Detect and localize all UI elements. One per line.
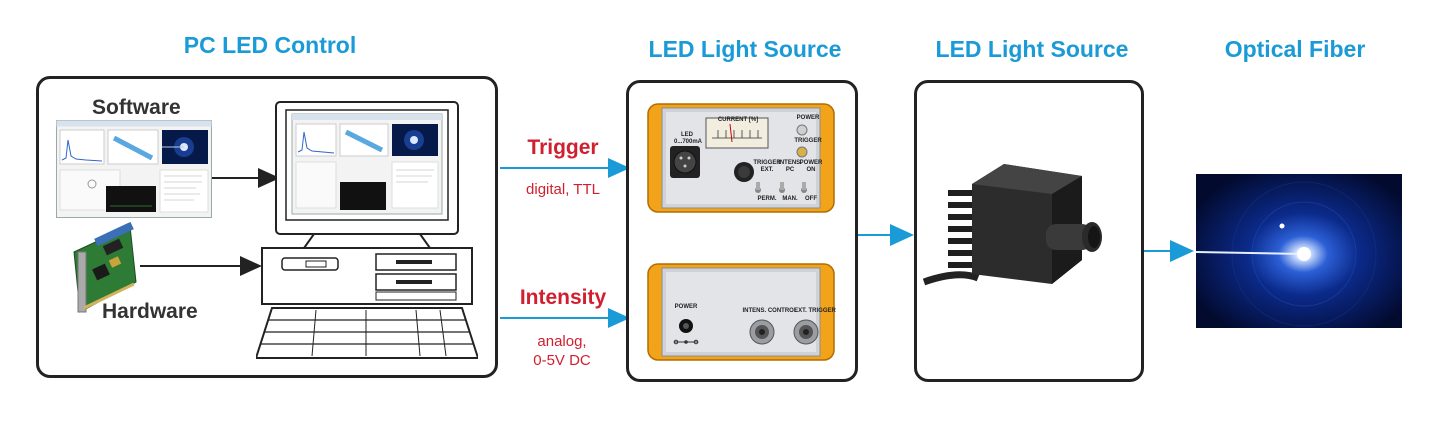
hardware-label: Hardware: [102, 300, 198, 323]
software-screenshot: [56, 120, 212, 218]
title-optical-fiber: Optical Fiber: [1224, 36, 1366, 62]
source-to-head-arrow: [858, 224, 914, 246]
trigger-arrow: [500, 158, 630, 178]
intensity-arrow: [500, 308, 630, 328]
back-power-label: POWER: [674, 304, 698, 310]
optical-fiber-image: [1196, 174, 1402, 328]
front-trigger-label: TRIGGER: [794, 138, 822, 144]
front-sw3-bottom: OFF: [805, 196, 817, 202]
software-to-pc-arrow: [212, 168, 280, 188]
intensity-sub-label-2: 0-5V DC: [533, 352, 591, 369]
title-pc-led-control: PC LED Control: [183, 32, 357, 58]
intensity-label: Intensity: [519, 286, 607, 309]
software-label: Software: [92, 96, 181, 119]
front-led-label: LED: [681, 132, 693, 138]
trigger-sub-label: digital, TTL: [526, 181, 600, 198]
intensity-sub-label-1: analog,: [537, 333, 587, 350]
title-led-light-source-1: LED Light Source: [648, 36, 842, 62]
title-led-light-source-2: LED Light Source: [935, 36, 1129, 62]
back-ext-label: EXT. TRIGGER: [794, 308, 836, 314]
front-sw1-bottom: PERM.: [757, 196, 777, 202]
pc-computer-drawing: [256, 101, 478, 359]
led-device-front-panel: [647, 103, 835, 213]
front-sw2-top: INTENS. PC: [778, 160, 802, 173]
led-head-image: [922, 164, 1102, 286]
head-to-fiber-arrow: [1144, 240, 1194, 262]
front-sw3-top: POWER ON: [799, 160, 823, 173]
front-power-label: POWER: [796, 115, 820, 121]
front-sw2-bottom: MAN.: [782, 196, 798, 202]
hardware-to-pc-arrow: [140, 256, 262, 276]
back-intens-label: INTENS. CONTROL: [742, 308, 798, 314]
led-device-back-panel: [647, 263, 835, 361]
front-sw1-top: TRIGGER EXT.: [753, 160, 781, 173]
front-led-range: 0...700mA: [673, 139, 703, 145]
trigger-label: Trigger: [527, 136, 599, 159]
front-current-label: CURRENT [%]: [717, 117, 759, 123]
pci-card-image: [73, 222, 137, 313]
